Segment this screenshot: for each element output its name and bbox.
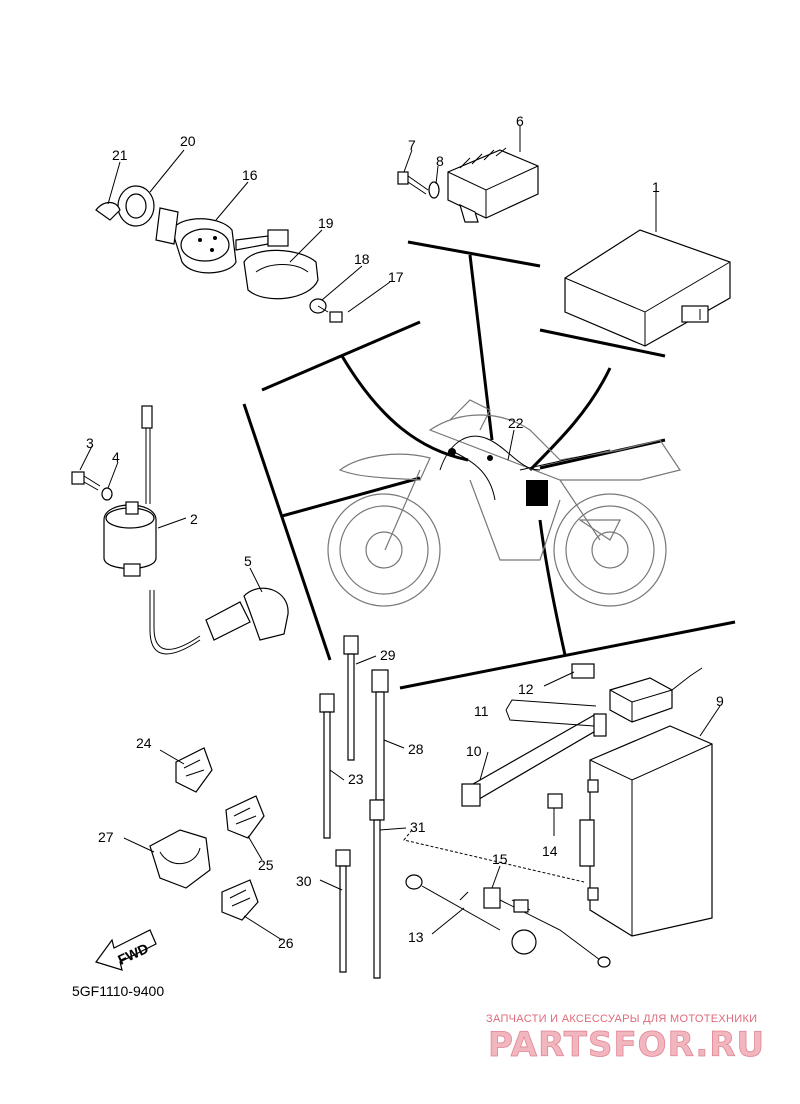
bolt-17: [317, 305, 343, 323]
relay-lead-15: [483, 887, 611, 968]
label-27: 27: [98, 829, 114, 845]
battery-lead: [405, 874, 537, 955]
clamp-25: [225, 795, 265, 839]
key-tab: [155, 207, 179, 245]
fuse-box: [609, 667, 703, 723]
clamp-26: [221, 879, 259, 921]
label-17: 17: [388, 269, 404, 285]
label-29: 29: [380, 647, 396, 663]
bolt-7: [397, 171, 429, 195]
label-19: 19: [318, 215, 334, 231]
label-3: 3: [86, 435, 94, 451]
key-ring-20: [117, 185, 155, 227]
part-code: 5GF1110-9400: [72, 983, 164, 999]
label-6: 6: [516, 113, 524, 129]
washer-8: [428, 181, 440, 199]
label-5: 5: [244, 553, 252, 569]
label-7: 7: [408, 137, 416, 153]
label-14: 14: [542, 843, 558, 859]
label-11: 11: [474, 703, 489, 719]
label-18: 18: [354, 251, 370, 267]
ignition-coil: [103, 405, 157, 577]
label-9: 9: [716, 693, 724, 709]
clamp-24: [175, 747, 213, 793]
label-15: 15: [492, 851, 508, 867]
switch-cover-19: [243, 249, 319, 300]
cable-tie-30: [335, 849, 351, 973]
label-21: 21: [112, 147, 128, 163]
section-dividers: [242, 240, 736, 690]
part-labels: 1 2 3 4 5 6 7 8 9 10 11 12 13 14 15 16 1…: [86, 113, 724, 951]
fuse-12: [571, 663, 595, 679]
cable-tie-31: [369, 799, 385, 979]
wire-harness: [439, 435, 611, 506]
fuse-holder-14: [547, 793, 563, 809]
cable-tie-23: [319, 693, 335, 839]
battery: [579, 725, 713, 937]
label-22: 22: [508, 415, 524, 431]
plug-cap: [149, 587, 289, 655]
label-28: 28: [408, 741, 424, 757]
label-26: 26: [278, 935, 294, 951]
watermark: ЗАПЧАСТИ И АКСЕССУАРЫ ДЛЯ МОТОТЕХНИКИ PA…: [486, 1013, 765, 1065]
label-12: 12: [518, 681, 534, 697]
leader-lines: [79, 126, 721, 941]
watermark-brand: PARTSFOR.RU: [488, 1025, 765, 1065]
watermark-tagline: ЗАПЧАСТИ И АКСЕССУАРЫ ДЛЯ МОТОТЕХНИКИ: [486, 1013, 757, 1025]
label-8: 8: [436, 153, 444, 169]
regulator: [447, 147, 539, 223]
label-13: 13: [408, 929, 424, 945]
label-10: 10: [466, 743, 482, 759]
cap-21: [95, 201, 121, 221]
motorcycle-silhouette: [327, 399, 681, 607]
label-2: 2: [190, 511, 198, 527]
bolt-3: [71, 471, 101, 491]
label-25: 25: [258, 857, 274, 873]
battery-band: [461, 713, 607, 807]
label-31: 31: [410, 819, 426, 835]
cable-tie-29: [343, 635, 359, 761]
label-24: 24: [136, 735, 152, 751]
ignition-switch: [171, 218, 289, 274]
label-16: 16: [242, 167, 258, 183]
cable-tie-28: [371, 669, 389, 801]
fwd-arrow: FWD: [95, 929, 157, 971]
washer-4: [101, 487, 113, 501]
ecu-box: [564, 229, 731, 347]
clamp-27: [149, 829, 211, 889]
label-1: 1: [652, 179, 660, 195]
label-23: 23: [348, 771, 364, 787]
label-20: 20: [180, 133, 196, 149]
label-30: 30: [296, 873, 312, 889]
label-4: 4: [112, 449, 120, 465]
